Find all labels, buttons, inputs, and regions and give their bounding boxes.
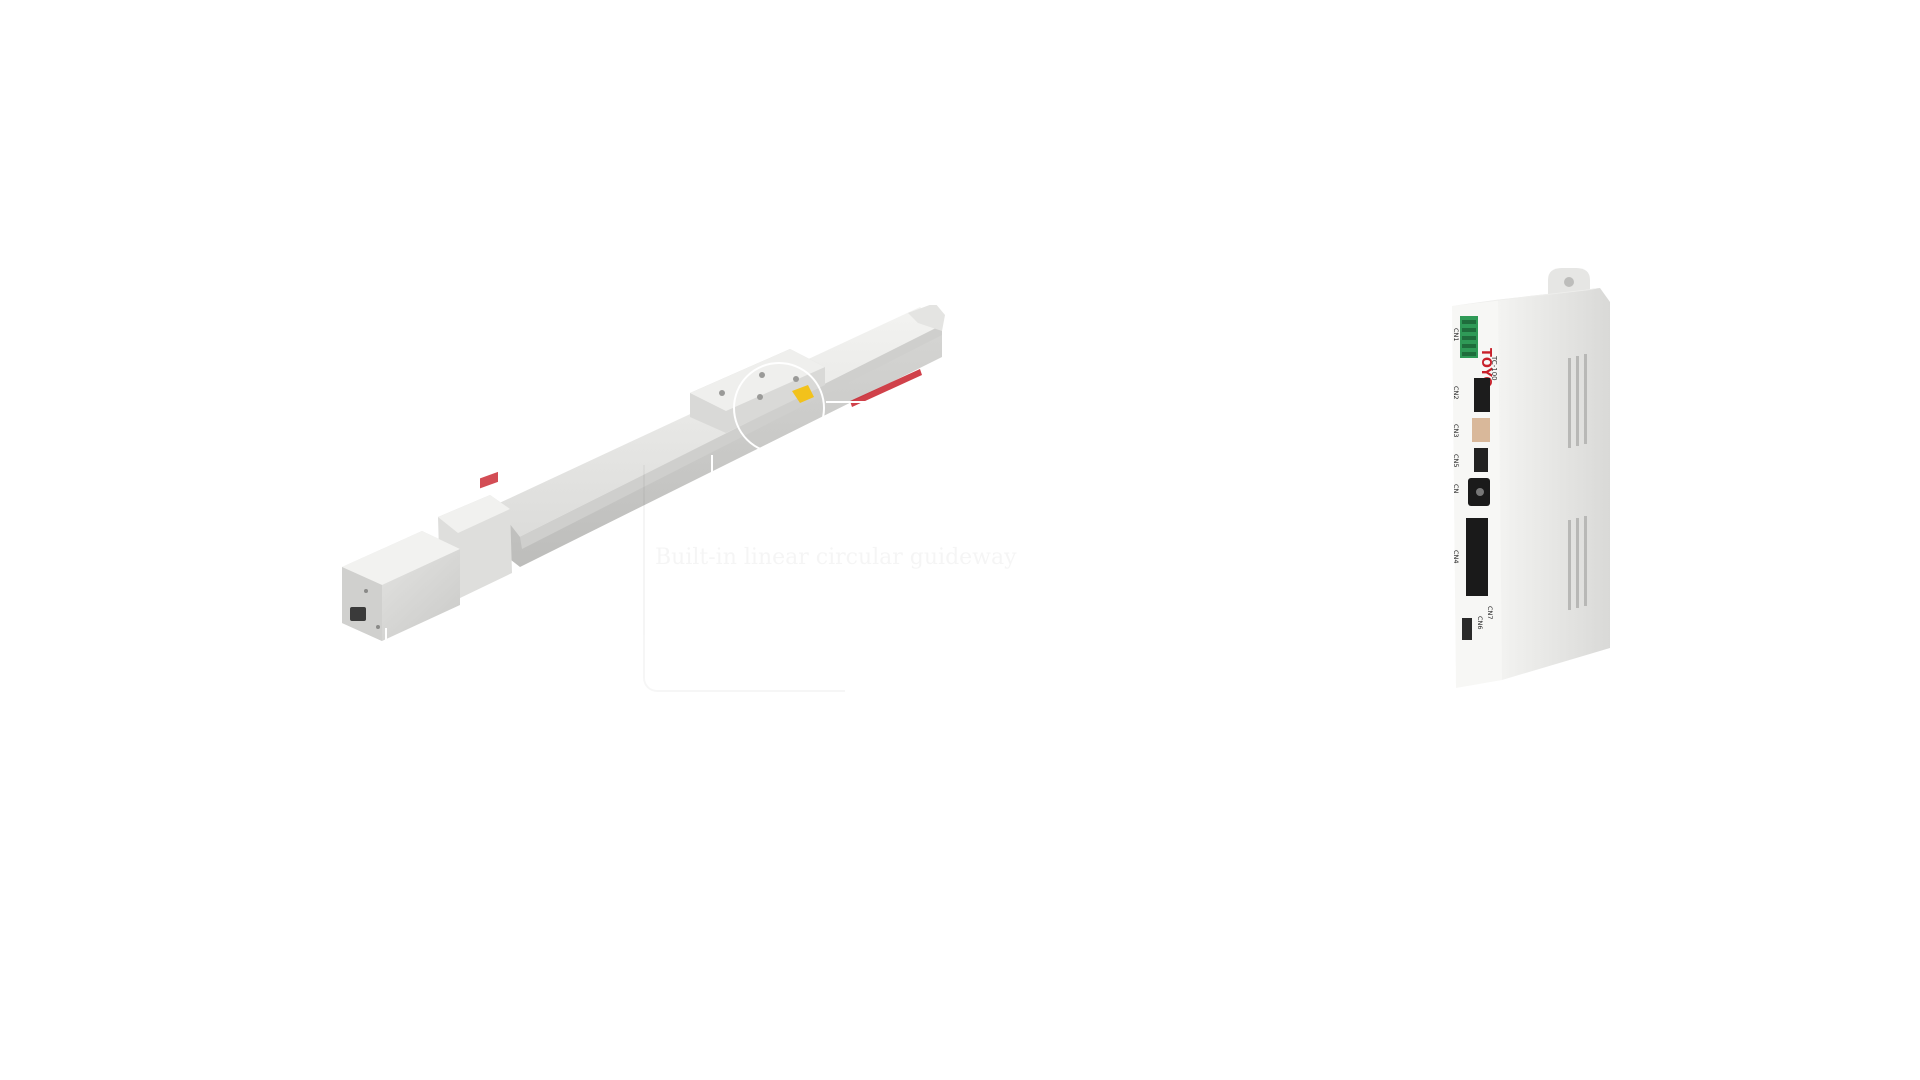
connector-label: CN1 — [1452, 328, 1460, 342]
hotspot-leader-line — [711, 455, 713, 535]
servo-controller-image: TOYO TC-100 CN1 CN2 CN3 CN5 CN CN4 CN7 C… — [1452, 268, 1610, 688]
cn2-connector — [1474, 378, 1490, 412]
connector-label: CN4 — [1452, 550, 1460, 564]
controller-side-panel — [1495, 288, 1610, 680]
connector-label: CN5 — [1452, 454, 1460, 468]
hotspot-ring[interactable] — [733, 362, 825, 454]
cn5-connector — [1474, 448, 1488, 472]
hotspot-leader-line — [385, 628, 387, 668]
connector-label: CN3 — [1452, 424, 1460, 438]
cn6-connector — [1462, 618, 1472, 640]
connector-label: CN7 — [1486, 606, 1494, 620]
linear-actuator-image — [342, 305, 945, 641]
controller-brand-label: TOYO — [1478, 348, 1493, 387]
cn3-connector — [1472, 418, 1490, 442]
connector-port-icon — [350, 607, 366, 621]
hotspot-leader-line — [826, 401, 904, 403]
connector-label: CN2 — [1452, 386, 1460, 400]
hotspot-caption: Built-in linear circular guideway — [655, 545, 1017, 570]
connector-label: CN — [1452, 484, 1460, 494]
connector-label: CN6 — [1476, 616, 1484, 630]
caption-frame — [643, 465, 845, 692]
controller-model-label: TC-100 — [1490, 355, 1498, 381]
cn4-connector — [1466, 518, 1488, 596]
